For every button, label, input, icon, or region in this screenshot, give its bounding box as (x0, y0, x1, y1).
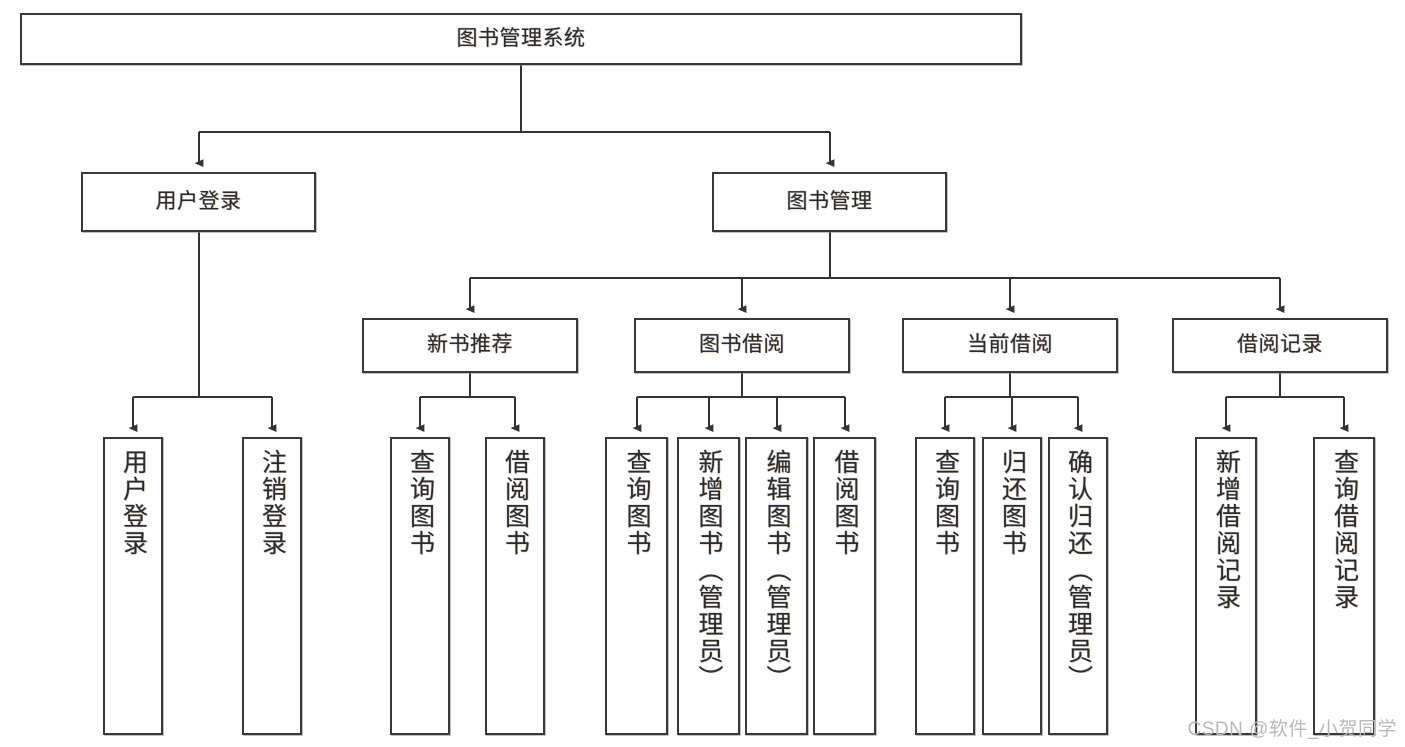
node-label: 查询图书 (931, 449, 960, 557)
node-label: 注销登录 (258, 449, 287, 557)
node-label: 图书借阅 (699, 333, 785, 357)
node-leaf-borrow-borrow-book[interactable]: 借阅图书 (813, 437, 876, 735)
node-leaf-borrow-query-book[interactable]: 查询图书 (605, 437, 668, 735)
node-label: 用户登录 (119, 449, 148, 557)
node-book-borrow[interactable]: 图书借阅 (634, 318, 850, 373)
node-leaf-user-logout[interactable]: 注销登录 (242, 437, 302, 735)
node-leaf-borrow-add-book[interactable]: 新增图书（管理员） (677, 437, 740, 735)
node-leaf-user-login[interactable]: 用户登录 (103, 437, 163, 735)
node-label: 借阅图书 (501, 449, 530, 557)
node-leaf-current-return-book[interactable]: 归还图书 (982, 437, 1042, 735)
node-label: 编辑图书（管理员） (763, 449, 791, 692)
node-label: 查询图书 (623, 449, 651, 557)
node-leaf-rec-query-book[interactable]: 查询图书 (390, 437, 450, 735)
node-label: 查询借阅记录 (1330, 449, 1359, 611)
node-book-manage[interactable]: 图书管理 (712, 172, 947, 232)
node-root[interactable]: 图书管理系统 (20, 13, 1022, 65)
node-leaf-borrow-edit-book[interactable]: 编辑图书（管理员） (745, 437, 808, 735)
node-leaf-record-add[interactable]: 新增借阅记录 (1195, 437, 1257, 735)
connector-group (128, 65, 1349, 433)
node-leaf-rec-borrow-book[interactable]: 借阅图书 (485, 437, 545, 735)
node-label: 确认归还（管理员） (1064, 449, 1093, 692)
node-borrow-record[interactable]: 借阅记录 (1172, 318, 1388, 373)
node-label: 新书推荐 (427, 333, 513, 357)
node-leaf-record-query[interactable]: 查询借阅记录 (1313, 437, 1375, 735)
node-label: 新增借阅记录 (1212, 449, 1241, 611)
node-label: 新增图书（管理员） (695, 449, 723, 692)
node-current-borrow[interactable]: 当前借阅 (902, 318, 1118, 373)
node-leaf-current-confirm-return[interactable]: 确认归还（管理员） (1048, 437, 1108, 735)
node-label: 借阅图书 (831, 449, 859, 557)
node-label: 图书管理系统 (456, 26, 586, 50)
node-label: 借阅记录 (1237, 333, 1323, 357)
node-label: 图书管理 (786, 189, 873, 213)
node-leaf-current-query-book[interactable]: 查询图书 (915, 437, 975, 735)
node-label: 归还图书 (998, 449, 1027, 557)
node-user-login[interactable]: 用户登录 (81, 172, 316, 232)
node-new-book-recommend[interactable]: 新书推荐 (362, 318, 578, 373)
node-label: 用户登录 (155, 189, 242, 213)
node-label: 当前借阅 (967, 333, 1053, 357)
node-label: 查询图书 (406, 449, 435, 557)
